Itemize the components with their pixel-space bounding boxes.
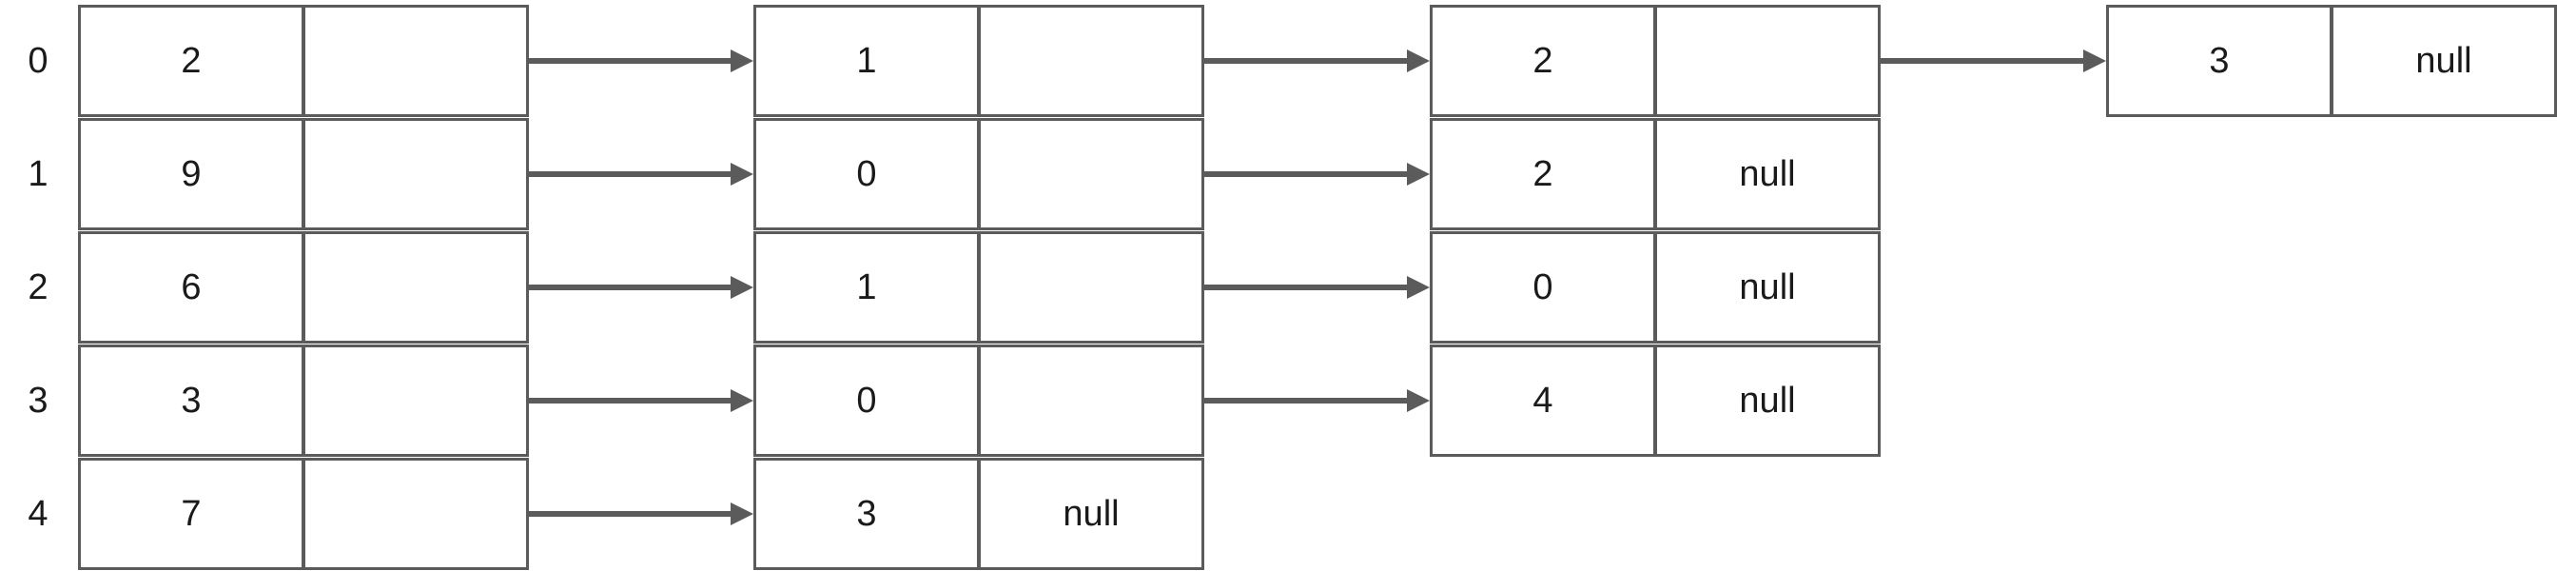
node-value-cell: 1 — [753, 231, 979, 344]
arrow-shaft — [529, 398, 734, 404]
node-value-cell: 2 — [1430, 118, 1655, 230]
node-value-cell: 0 — [1430, 231, 1655, 344]
arrow-head-icon — [731, 502, 753, 525]
arrow-shaft — [1204, 285, 1411, 290]
node-pointer-cell: null — [2332, 5, 2557, 117]
node-value-cell: 4 — [1430, 345, 1655, 457]
arrow-head-icon — [1407, 389, 1430, 412]
node-value-cell: 0 — [753, 118, 979, 230]
index-label-4: 4 — [28, 494, 49, 534]
index-label-3: 3 — [28, 381, 49, 421]
index-label-2: 2 — [28, 267, 49, 307]
arrow-head-icon — [2083, 49, 2106, 72]
arrow-head-icon — [731, 389, 753, 412]
arrow-shaft — [529, 511, 734, 517]
arrow-shaft — [1204, 58, 1411, 64]
node-bucket-array-4: 7 — [78, 458, 529, 570]
node-bucket-array-2: 6 — [78, 231, 529, 344]
node-pointer-cell — [303, 118, 529, 230]
node-value-cell: 3 — [2106, 5, 2332, 117]
node-pointer-cell — [303, 231, 529, 344]
arrow-shaft — [1204, 398, 1411, 404]
node-pointer-cell — [979, 118, 1204, 230]
node-pointer-cell — [979, 231, 1204, 344]
node-value-cell: 2 — [78, 5, 303, 117]
arrow-head-icon — [1407, 163, 1430, 186]
node-bucket-array-1: 9 — [78, 118, 529, 230]
index-label-1: 1 — [28, 154, 49, 194]
node-pointer-cell: null — [1655, 345, 1881, 457]
arrow-shaft — [529, 285, 734, 290]
node-pointer-cell — [303, 345, 529, 457]
node-bucket-array-3: 3 — [78, 345, 529, 457]
arrow-shaft — [1204, 171, 1411, 177]
node-pointer-cell — [303, 5, 529, 117]
node-value-cell: 2 — [1430, 5, 1655, 117]
node-chain-level-2-0: 2 — [1430, 5, 1881, 117]
node-value-cell: 9 — [78, 118, 303, 230]
node-value-cell: 0 — [753, 345, 979, 457]
node-value-cell: 1 — [753, 5, 979, 117]
arrow-head-icon — [1407, 49, 1430, 72]
arrow-shaft — [529, 171, 734, 177]
node-chain-level-1-0: 1 — [753, 5, 1204, 117]
node-pointer-cell: null — [979, 458, 1204, 570]
node-chain-level-1-1: 0 — [753, 118, 1204, 230]
node-pointer-cell — [979, 5, 1204, 117]
node-value-cell: 6 — [78, 231, 303, 344]
node-pointer-cell — [303, 458, 529, 570]
node-pointer-cell: null — [1655, 118, 1881, 230]
node-chain-level-1-2: 1 — [753, 231, 1204, 344]
arrow-head-icon — [1407, 276, 1430, 299]
node-bucket-array-0: 2 — [78, 5, 529, 117]
arrow-shaft — [1881, 58, 2087, 64]
index-label-0: 0 — [28, 41, 49, 81]
arrow-head-icon — [731, 163, 753, 186]
arrow-shaft — [529, 58, 734, 64]
node-value-cell: 3 — [78, 345, 303, 457]
node-chain-level-1-3: 0 — [753, 345, 1204, 457]
node-value-cell: 7 — [78, 458, 303, 570]
node-pointer-cell — [979, 345, 1204, 457]
node-pointer-cell: null — [1655, 231, 1881, 344]
node-value-cell: 3 — [753, 458, 979, 570]
node-pointer-cell — [1655, 5, 1881, 117]
arrow-head-icon — [731, 49, 753, 72]
arrow-head-icon — [731, 276, 753, 299]
